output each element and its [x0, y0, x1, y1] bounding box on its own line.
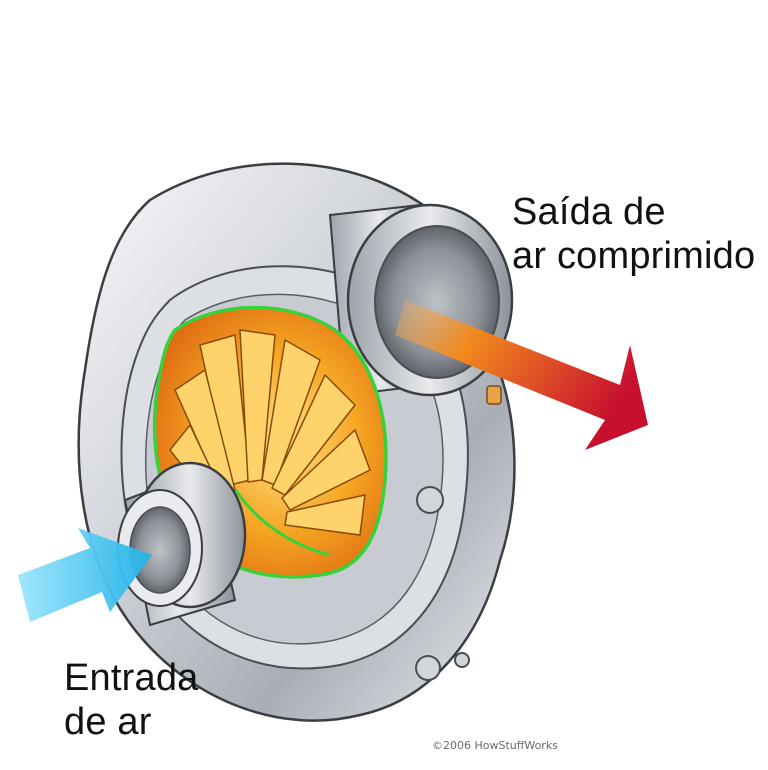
bolt: [454, 652, 470, 668]
bolt: [416, 486, 444, 514]
label-line: ar comprimido: [512, 235, 756, 277]
arrow-down-right-icon: [395, 300, 648, 450]
bolt: [415, 655, 441, 681]
label-line: Entrada: [64, 657, 199, 699]
inlet-pipe: [117, 461, 247, 627]
impeller-blades: [169, 329, 371, 536]
label-compressed-air-outlet: Saída de ar comprimido: [512, 190, 755, 278]
label-line: de ar: [64, 701, 152, 743]
shaft-stub: [486, 385, 502, 405]
inlet-pipe-opening: [129, 506, 191, 594]
label-air-inlet: Entrada de ar: [64, 656, 199, 744]
arrow-right-icon: [18, 528, 152, 622]
copyright-notice: ©2006 HowStuffWorks: [432, 739, 558, 752]
label-line: Saída de: [512, 191, 666, 233]
impeller: [152, 305, 388, 579]
housing-bolts: [415, 486, 470, 681]
